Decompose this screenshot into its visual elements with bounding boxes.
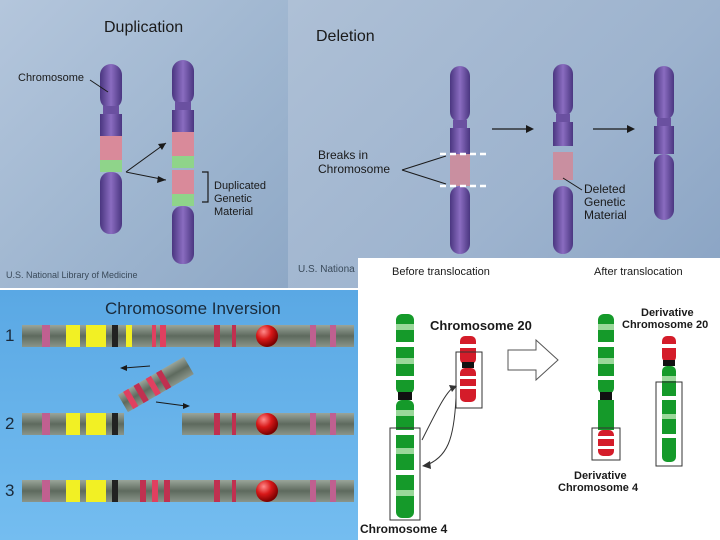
breaks-label-line-1: Breaks in: [318, 148, 369, 162]
chromosome-before-deletion: [450, 66, 470, 254]
breaks-label-line-2: Chromosome: [318, 162, 391, 176]
deletion-credit: U.S. Nationa: [298, 264, 355, 275]
deleted-label-line-1: Deleted: [584, 182, 626, 196]
deleted-label-line-2: Genetic: [584, 195, 626, 209]
after-translocation-label: After translocation: [594, 266, 683, 278]
inversion-row-2-chromosome: [22, 413, 354, 435]
deletion-panel: Deletion Breaks in Chromosome Deleted Ge…: [288, 0, 720, 288]
duplicated-label-line-2: Genetic: [214, 193, 252, 205]
inversion-panel: Chromosome Inversion 1 2 3: [0, 290, 358, 540]
deleted-label-line-3: Material: [584, 208, 627, 222]
inversion-row-1-chromosome: [22, 325, 354, 347]
duplication-title: Duplication: [104, 19, 184, 36]
derivative-20-label-line-2: Chromosome 20: [622, 319, 709, 331]
derivative-20-label-line-1: Derivative: [641, 307, 694, 319]
inversion-illustration: [22, 325, 354, 502]
inversion-row-number-1: 1: [5, 326, 15, 345]
chromosome-20-before: [455, 336, 483, 409]
inversion-title: Chromosome Inversion: [105, 299, 281, 318]
duplication-panel: Duplication Chromosome Duplicated Geneti…: [0, 0, 288, 288]
derivative-4-label-line-2: Chromosome 4: [558, 482, 639, 494]
translocation-panel: Before translocation After translocation…: [358, 258, 720, 540]
duplicated-label-line-1: Duplicated: [214, 180, 266, 192]
original-chromosome: [100, 64, 122, 234]
derivative-chromosome-4: [591, 314, 621, 461]
duplicated-label-line-3: Material: [214, 206, 254, 218]
chromosome-20-label: Chromosome 20: [430, 318, 532, 333]
chromosome-after-deletion: [654, 66, 674, 220]
duplication-illustration: [89, 60, 209, 264]
chromosome-label: Chromosome: [18, 72, 85, 84]
inversion-row-number-3: 3: [5, 481, 15, 500]
inversion-row-3-chromosome: [22, 480, 354, 502]
deletion-illustration: [401, 64, 674, 254]
derivative-4-label-line-1: Derivative: [574, 470, 627, 482]
duplicated-chromosome: [172, 60, 194, 264]
inverted-segment: [117, 356, 194, 413]
chromosome-4-label: Chromosome 4: [360, 522, 448, 536]
derivative-chromosome-20: [655, 336, 683, 467]
duplication-credit: U.S. National Library of Medicine: [6, 270, 138, 280]
chromosome-with-breaks: [553, 64, 573, 254]
translocation-illustration: [389, 314, 683, 521]
deletion-title: Deletion: [316, 28, 375, 45]
before-translocation-label: Before translocation: [392, 266, 490, 278]
inversion-row-number-2: 2: [5, 414, 15, 433]
chromosome-4-before: [389, 314, 421, 521]
